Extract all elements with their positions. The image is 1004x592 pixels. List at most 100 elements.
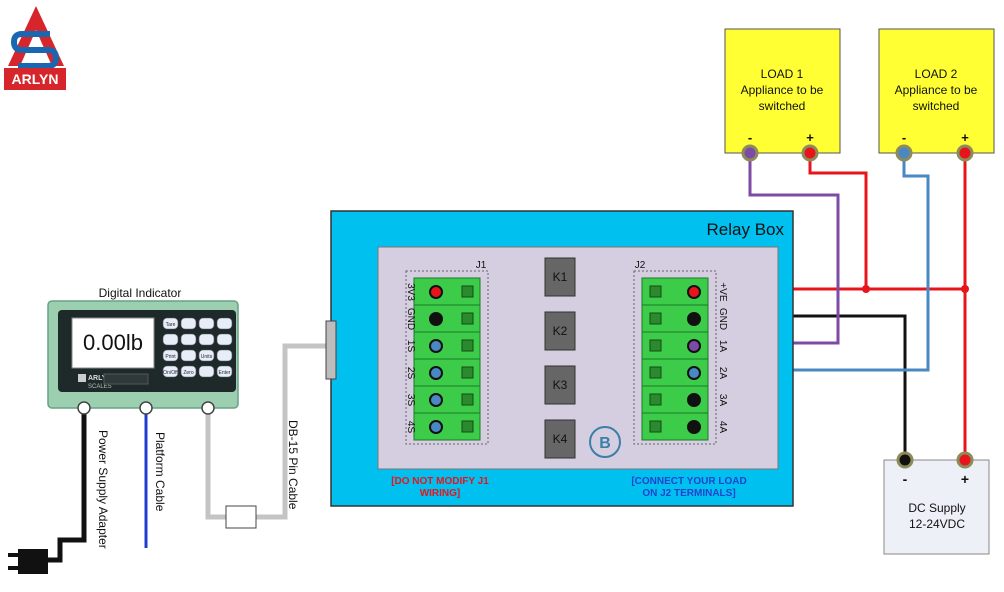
terminal-screw-icon [429, 420, 443, 434]
indicator-key-label: Enter [219, 370, 231, 376]
load-2: LOAD 2 Appliance to be switched - + [878, 28, 995, 162]
screw-square-icon [649, 312, 662, 325]
junction-dot [961, 285, 969, 293]
platform-port [139, 401, 153, 415]
load-1-plus-terminal [801, 144, 819, 162]
db15-inline-connector [225, 505, 257, 529]
j1-label: J1 [476, 260, 487, 271]
j1-pin-label: 2S [405, 367, 416, 380]
screw-square-icon [461, 339, 474, 352]
j2-pin-label: 2A [717, 367, 728, 380]
b-badge-label: B [599, 435, 611, 452]
j1-pin-label: 3V3 [405, 283, 416, 301]
load-1-minus-label: - [748, 130, 752, 145]
load-2-desc-1: Appliance to be [895, 83, 978, 97]
j1-pin-label: 3S [405, 394, 416, 407]
power-plug-icon [8, 549, 48, 574]
j2-instruction-line1: [CONNECT YOUR LOAD [631, 476, 746, 487]
load-2-minus-terminal [895, 144, 913, 162]
power-cable-label: Power Supply Adapter [96, 430, 110, 549]
screw-square-icon [649, 420, 662, 433]
db15-cable-label: DB-15 Pin Cable [286, 420, 300, 510]
power-cable [48, 408, 87, 563]
screw-square-icon [461, 393, 474, 406]
j2-instruction-line2: ON J2 TERMINALS] [642, 488, 735, 499]
indicator-key [198, 317, 215, 330]
indicator-key [198, 365, 215, 378]
power-port [77, 401, 91, 415]
dc-supply: - + DC Supply 12-24VDC [883, 451, 990, 555]
supply-minus-terminal [896, 451, 914, 469]
load-2-title: LOAD 2 [915, 67, 958, 81]
j1-warning-line2: WIRING] [420, 488, 461, 499]
load-1-desc-1: Appliance to be [741, 83, 824, 97]
screw-square-icon [461, 312, 474, 325]
terminal-screw-icon [429, 339, 443, 353]
indicator-key [198, 333, 215, 346]
load-2-minus-label: - [902, 130, 906, 145]
j1-pin-label: GND [405, 308, 416, 330]
indicator-brand-sub: SCALES [88, 384, 112, 390]
indicator-title: Digital Indicator [99, 286, 182, 300]
db15-port [201, 401, 215, 415]
load-1-desc-2: switched [759, 99, 806, 113]
logo-text: ARLYN [12, 71, 59, 87]
relay-k1 [544, 257, 576, 297]
screw-square-icon [649, 393, 662, 406]
platform-cable-label: Platform Cable [153, 432, 167, 512]
indicator-key-label: Units [201, 354, 213, 360]
digital-indicator: Digital Indicator 0.00lb ARLYN SCALES Ta… [47, 286, 239, 409]
db15-wire-b [256, 343, 328, 520]
j2-pin-label: 1A [717, 340, 728, 353]
relay-k2 [544, 311, 576, 351]
j2-pin-label: GND [717, 308, 728, 330]
supply-plus-terminal [956, 451, 974, 469]
screw-square-icon [461, 366, 474, 379]
indicator-key-label: Zero [183, 370, 194, 376]
j1-pin-label: 4S [405, 421, 416, 434]
terminal-screw-icon [429, 393, 443, 407]
j2-pin-label: 3A [717, 394, 728, 407]
supply-minus-label: - [903, 471, 908, 487]
j1-warning-line1: [DO NOT MODIFY J1 [391, 476, 489, 487]
indicator-display: 0.00lb [83, 330, 143, 355]
load-1-plus-label: + [806, 130, 814, 145]
relay-label: K3 [553, 378, 568, 392]
indicator-key [216, 333, 233, 346]
arlyn-logo: ARLYN [4, 6, 66, 90]
screw-square-icon [461, 420, 474, 433]
terminal-screw-icon [687, 339, 701, 353]
screw-square-icon [649, 366, 662, 379]
indicator-key [216, 365, 233, 378]
terminal-screw-icon [687, 285, 701, 299]
indicator-key-label: Tare [166, 322, 176, 328]
junction-dot [862, 285, 870, 293]
indicator-key-label: Print [165, 354, 176, 360]
load-2-plus-terminal [956, 144, 974, 162]
screw-square-icon [649, 339, 662, 352]
terminal-screw-icon [687, 420, 701, 434]
terminal-screw-icon [687, 393, 701, 407]
load-1: LOAD 1 Appliance to be switched - + [724, 28, 841, 162]
terminal-screw-icon [687, 312, 701, 326]
terminal-screw-icon [429, 312, 443, 326]
load-2-desc-2: switched [913, 99, 960, 113]
terminal-screw-icon [687, 366, 701, 380]
relay-label: K1 [553, 270, 568, 284]
indicator-brand: ARLYN [88, 375, 111, 382]
indicator-key [162, 365, 179, 378]
j2-pin-label: 4A [717, 421, 728, 434]
indicator-key [162, 349, 179, 362]
indicator-key [198, 349, 215, 362]
indicator-key [180, 365, 197, 378]
db15-wire-a [205, 408, 226, 520]
load-1-title: LOAD 1 [761, 67, 804, 81]
indicator-key-label: On/Off [163, 370, 178, 376]
indicator-logo-icon [78, 374, 86, 382]
indicator-key [216, 317, 233, 330]
